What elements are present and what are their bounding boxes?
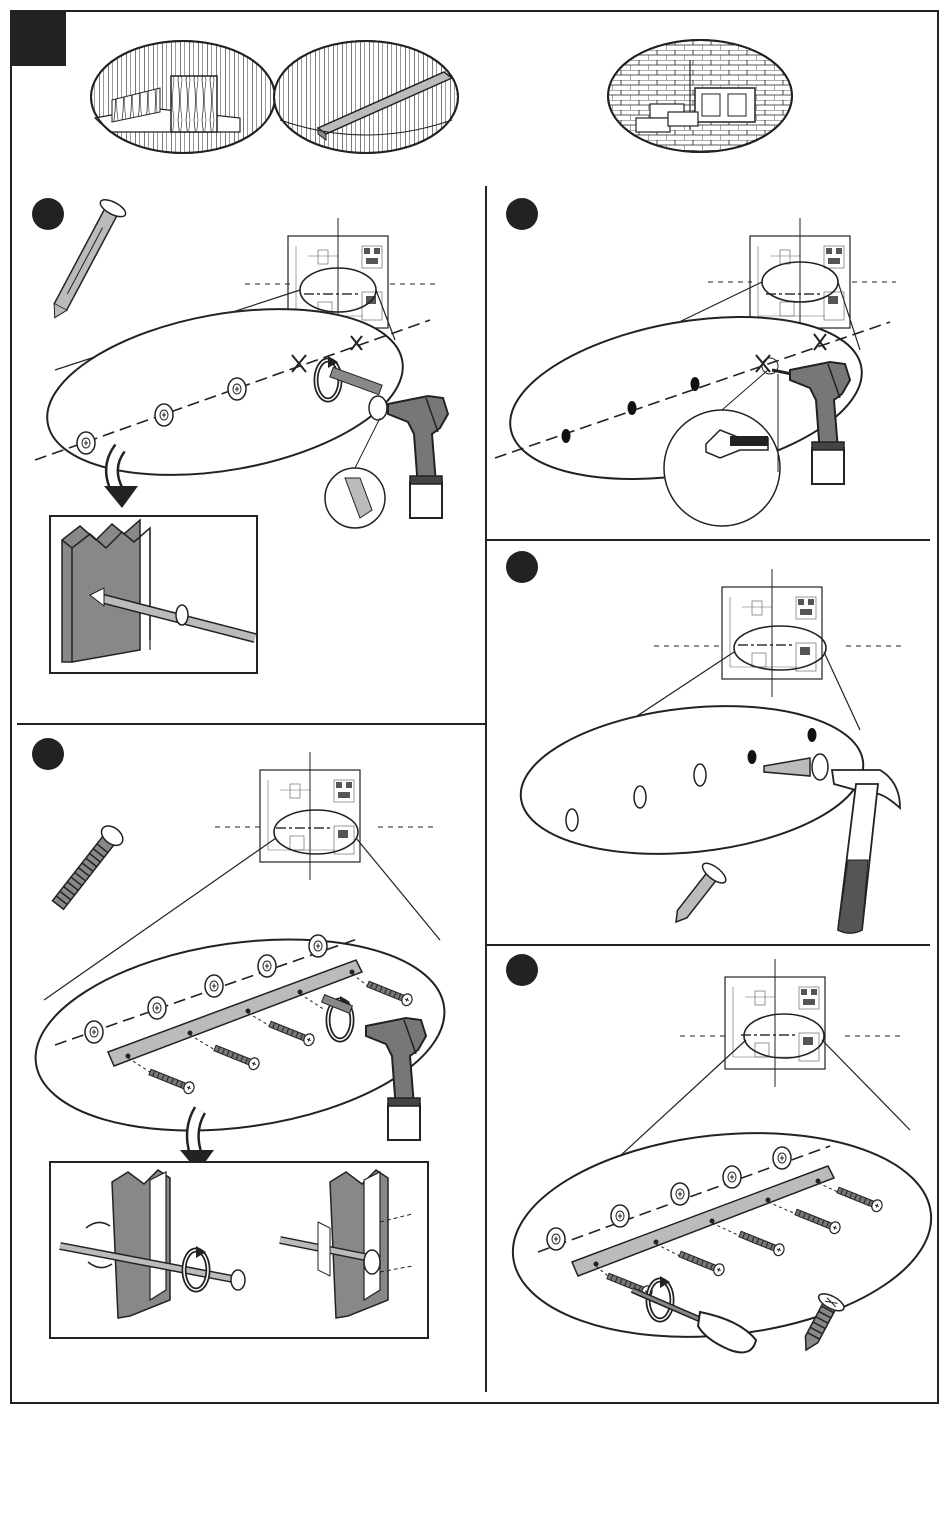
pin-anchor-icon bbox=[665, 860, 729, 931]
step-marker bbox=[506, 198, 538, 230]
step-marker bbox=[32, 738, 64, 770]
drill-icon bbox=[388, 396, 448, 518]
drill-bit-detail bbox=[664, 410, 780, 526]
metal-stud-wall-icon bbox=[274, 41, 458, 153]
step-right-2 bbox=[506, 551, 906, 933]
step-right-3 bbox=[503, 954, 942, 1357]
screw-icon bbox=[49, 822, 127, 912]
step-right-1 bbox=[495, 198, 896, 526]
wood-stud-wall-icon bbox=[91, 41, 275, 153]
step-left-2 bbox=[23, 738, 457, 1338]
step-marker bbox=[506, 954, 538, 986]
step-left-1 bbox=[32, 196, 448, 673]
masonry-wall-icon bbox=[608, 40, 792, 152]
step-marker bbox=[32, 198, 64, 230]
step-marker bbox=[506, 551, 538, 583]
